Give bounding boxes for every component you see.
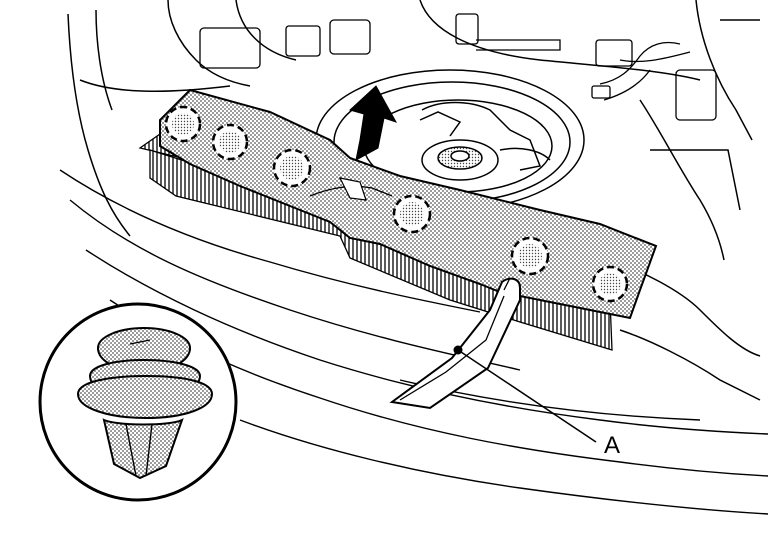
push-clip-icon — [76, 327, 214, 480]
clip-detail-inset — [38, 302, 238, 502]
clip-heads — [172, 113, 621, 295]
trunk-components — [199, 13, 717, 121]
removal-arrow-icon — [349, 85, 398, 161]
callout-leader — [453, 345, 597, 443]
callout-label-a: A — [604, 432, 621, 459]
